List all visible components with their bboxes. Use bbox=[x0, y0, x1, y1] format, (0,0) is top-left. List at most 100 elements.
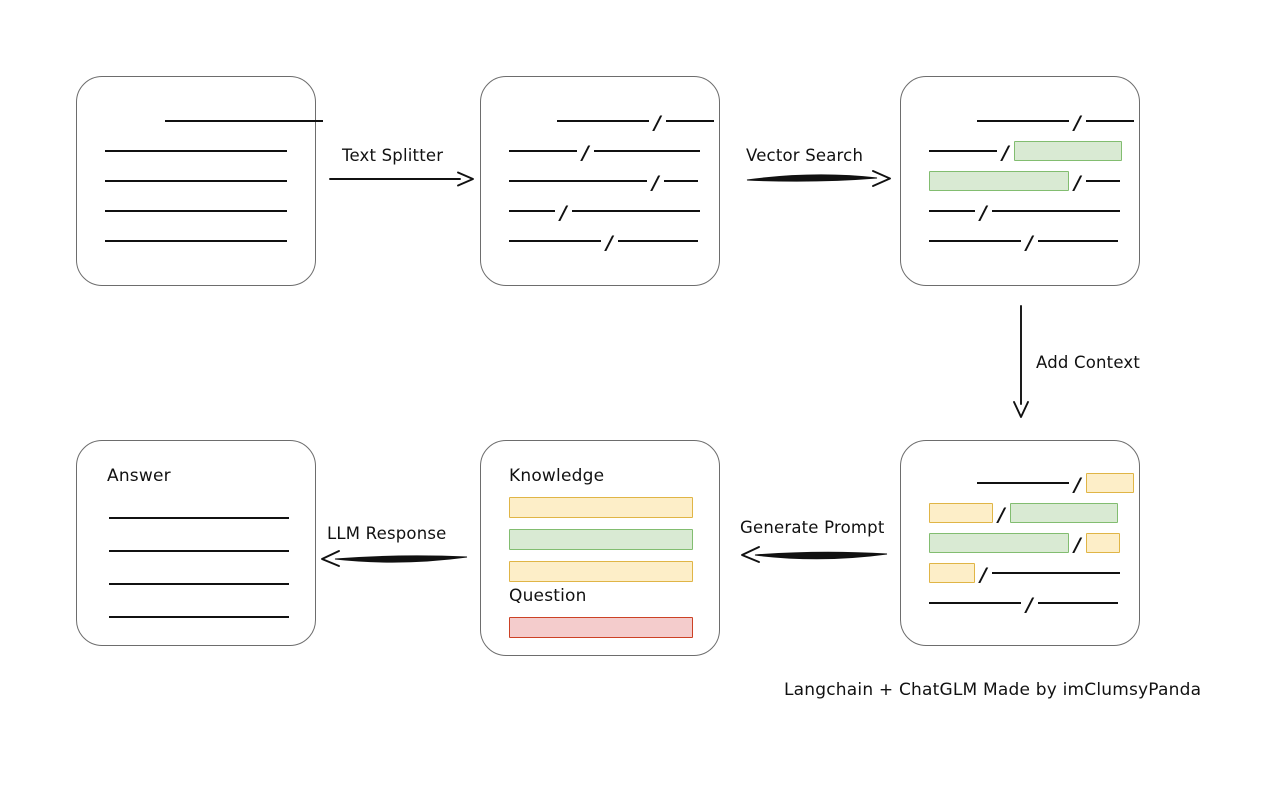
text-line-segment bbox=[977, 120, 1069, 122]
slash-separator: / bbox=[980, 201, 987, 224]
text-row: / bbox=[901, 136, 1139, 166]
text-line-segment bbox=[991, 210, 1120, 212]
split-chunks-box[interactable]: / / / / / bbox=[480, 76, 720, 286]
yellow-highlight-chip bbox=[929, 503, 993, 523]
text-row: / bbox=[901, 106, 1139, 136]
source-document-lines bbox=[77, 77, 323, 285]
edge-label-vector-search: Vector Search bbox=[746, 146, 864, 165]
answer-line bbox=[109, 583, 289, 585]
text-line-segment bbox=[509, 150, 577, 152]
text-line-segment bbox=[593, 150, 700, 152]
edge-arrow-add-context bbox=[1013, 305, 1029, 418]
slash-separator: / bbox=[1074, 473, 1081, 496]
text-line-segment bbox=[105, 150, 287, 152]
knowledge-label: Knowledge bbox=[509, 466, 605, 486]
green-highlight-chip bbox=[929, 533, 1069, 553]
text-line-segment bbox=[165, 120, 323, 122]
matched-chunks-box[interactable]: / / / / / bbox=[900, 76, 1140, 286]
answer-line bbox=[109, 616, 289, 618]
yellow-highlight-chip bbox=[1085, 473, 1134, 493]
green-highlight-chip bbox=[1009, 503, 1118, 523]
text-row: / bbox=[901, 468, 1139, 498]
edge-arrow-llm-response bbox=[321, 550, 468, 567]
context-chunks-box[interactable]: / / / / / bbox=[900, 440, 1140, 646]
yellow-highlight-chip bbox=[1085, 533, 1120, 553]
text-row: / bbox=[901, 528, 1139, 558]
matched-chunks-lines: / / / / / bbox=[901, 77, 1139, 285]
slash-separator: / bbox=[560, 201, 567, 224]
answer-line bbox=[109, 550, 289, 552]
edge-arrow-generate-prompt bbox=[741, 546, 888, 563]
slash-separator: / bbox=[1074, 111, 1081, 134]
slash-separator: / bbox=[1074, 171, 1081, 194]
text-line-segment bbox=[105, 240, 287, 242]
text-line-segment bbox=[1037, 240, 1118, 242]
knowledge-bar-3 bbox=[509, 561, 693, 582]
edge-label-add-context: Add Context bbox=[1036, 353, 1141, 372]
text-row bbox=[77, 226, 315, 256]
text-row bbox=[77, 106, 323, 136]
edge-label-llm-response: LLM Response bbox=[327, 524, 447, 543]
text-row: / bbox=[481, 136, 719, 166]
text-line-segment bbox=[929, 602, 1021, 604]
answer-box[interactable]: Answer bbox=[76, 440, 316, 646]
text-row: / bbox=[901, 196, 1139, 226]
text-line-segment bbox=[105, 210, 287, 212]
text-row: / bbox=[901, 588, 1139, 618]
slash-separator: / bbox=[606, 231, 613, 254]
slash-separator: / bbox=[1074, 533, 1081, 556]
text-row bbox=[77, 136, 315, 166]
text-line-segment bbox=[509, 240, 601, 242]
text-line-segment bbox=[929, 150, 997, 152]
text-line-segment bbox=[105, 180, 287, 182]
slash-separator: / bbox=[654, 111, 661, 134]
text-row bbox=[77, 166, 315, 196]
text-line-segment bbox=[665, 120, 714, 122]
text-line-segment bbox=[1085, 120, 1134, 122]
knowledge-bar-1 bbox=[509, 497, 693, 518]
edge-arrow-text-splitter bbox=[329, 171, 474, 187]
text-row: / bbox=[901, 226, 1139, 256]
text-line-segment bbox=[977, 482, 1069, 484]
prompt-box[interactable]: Knowledge Question bbox=[480, 440, 720, 656]
question-label: Question bbox=[509, 586, 587, 606]
answer-label: Answer bbox=[107, 466, 171, 486]
text-line-segment bbox=[617, 240, 698, 242]
text-line-segment bbox=[557, 120, 649, 122]
text-line-segment bbox=[991, 572, 1120, 574]
text-line-segment bbox=[929, 210, 975, 212]
text-line-segment bbox=[929, 240, 1021, 242]
text-row bbox=[77, 196, 315, 226]
edge-arrow-vector-search bbox=[746, 170, 891, 187]
text-line-segment bbox=[1037, 602, 1118, 604]
text-line-segment bbox=[663, 180, 698, 182]
slash-separator: / bbox=[652, 171, 659, 194]
source-document-box[interactable] bbox=[76, 76, 323, 286]
text-row: / bbox=[481, 226, 719, 256]
green-highlight-chip bbox=[929, 171, 1069, 191]
text-row: / bbox=[901, 166, 1139, 196]
text-line-segment bbox=[509, 210, 555, 212]
slash-separator: / bbox=[1026, 231, 1033, 254]
slash-separator: / bbox=[998, 503, 1005, 526]
text-row: / bbox=[901, 498, 1139, 528]
edge-label-text-splitter: Text Splitter bbox=[342, 146, 444, 165]
edge-label-generate-prompt: Generate Prompt bbox=[740, 518, 885, 537]
slash-separator: / bbox=[1002, 141, 1009, 164]
answer-line bbox=[109, 517, 289, 519]
slash-separator: / bbox=[582, 141, 589, 164]
text-line-segment bbox=[1085, 180, 1120, 182]
text-line-segment bbox=[509, 180, 647, 182]
text-row: / bbox=[481, 196, 719, 226]
text-line-segment bbox=[571, 210, 700, 212]
text-row: / bbox=[481, 106, 719, 136]
split-chunks-lines: / / / / / bbox=[481, 77, 719, 285]
context-chunks-lines: / / / / / bbox=[901, 441, 1139, 645]
green-highlight-chip bbox=[1013, 141, 1122, 161]
text-row: / bbox=[481, 166, 719, 196]
question-bar-1 bbox=[509, 617, 693, 638]
slash-separator: / bbox=[1026, 593, 1033, 616]
knowledge-bar-2 bbox=[509, 529, 693, 550]
text-row: / bbox=[901, 558, 1139, 588]
slash-separator: / bbox=[980, 563, 987, 586]
